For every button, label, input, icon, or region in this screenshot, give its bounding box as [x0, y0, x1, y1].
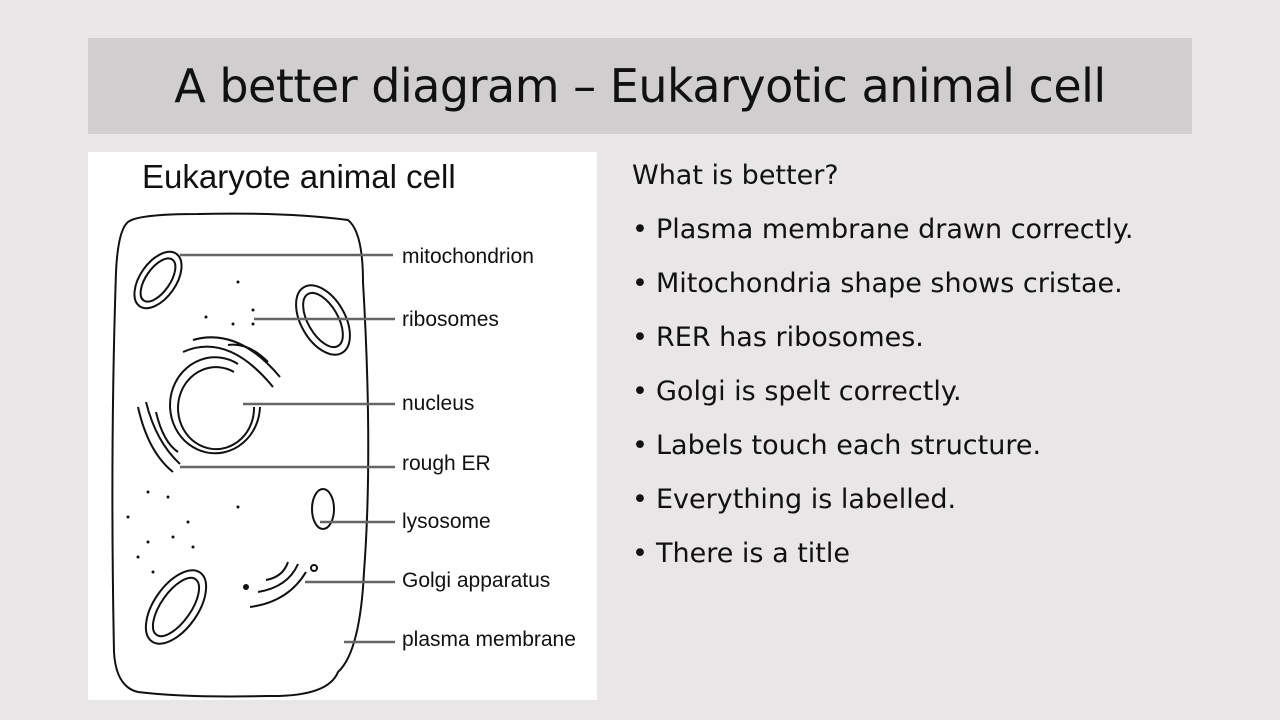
- bullet-glyph: •: [632, 322, 648, 353]
- label-nucleus: nucleus: [402, 392, 475, 415]
- rough-er: [137, 336, 281, 473]
- bullet-glyph: •: [632, 214, 648, 245]
- cell-drawing: [111, 212, 395, 698]
- notes-text: What is better? • Plasma membrane drawn c…: [632, 156, 1133, 588]
- bullet-glyph: •: [632, 376, 648, 407]
- bullet-item: • Plasma membrane drawn correctly.: [632, 210, 1133, 264]
- bullet-glyph: •: [632, 430, 648, 461]
- bullet-text: Plasma membrane drawn correctly.: [656, 214, 1134, 245]
- question-heading: What is better?: [632, 160, 839, 191]
- bullet-item: • Golgi is spelt correctly.: [632, 372, 1133, 426]
- ribosome-dots: [126, 280, 255, 590]
- label-rough-er: rough ER: [402, 452, 491, 475]
- bullet-item: • Mitochondria shape shows cristae.: [632, 264, 1133, 318]
- figure-title: Eukaryote animal cell: [142, 158, 456, 195]
- bullet-item: • There is a title: [632, 534, 1133, 588]
- label-golgi-apparatus: Golgi apparatus: [402, 569, 551, 592]
- plasma-membrane-outline: [111, 212, 370, 698]
- label-plasma-membrane: plasma membrane: [402, 628, 576, 651]
- golgi-apparatus: [249, 561, 318, 608]
- nucleus: [169, 356, 261, 455]
- bullet-item: • Everything is labelled.: [632, 480, 1133, 534]
- bullet-text: There is a title: [656, 538, 850, 569]
- bullet-glyph: •: [632, 268, 648, 299]
- bullet-text: Labels touch each structure.: [656, 430, 1042, 461]
- bullet-list: • Plasma membrane drawn correctly. • Mitoc…: [632, 210, 1133, 588]
- slide-title: A better diagram – Eukaryotic animal cel…: [174, 59, 1106, 113]
- bullet-glyph: •: [632, 538, 648, 569]
- bullet-item: • Labels touch each structure.: [632, 426, 1133, 480]
- mitochondrion-2: [295, 284, 351, 356]
- lysosome: [311, 488, 335, 530]
- mitochondrion-1: [133, 250, 183, 310]
- bullet-text: Golgi is spelt correctly.: [656, 376, 962, 407]
- label-lines: [180, 253, 395, 644]
- bullet-text: Everything is labelled.: [656, 484, 957, 515]
- bullet-text: Mitochondria shape shows cristae.: [656, 268, 1123, 299]
- title-bar: A better diagram – Eukaryotic animal cel…: [88, 38, 1192, 134]
- label-mitochondrion: mitochondrion: [402, 245, 534, 268]
- mitochondrion-3: [144, 569, 208, 645]
- bullet-text: RER has ribosomes.: [656, 322, 924, 353]
- label-ribosomes: ribosomes: [402, 308, 499, 331]
- bullet-item: • RER has ribosomes.: [632, 318, 1133, 372]
- cell-diagram: Eukaryote animal cell mitochondrion ribo…: [88, 152, 597, 700]
- bullet-glyph: •: [632, 484, 648, 515]
- label-lysosome: lysosome: [402, 510, 491, 533]
